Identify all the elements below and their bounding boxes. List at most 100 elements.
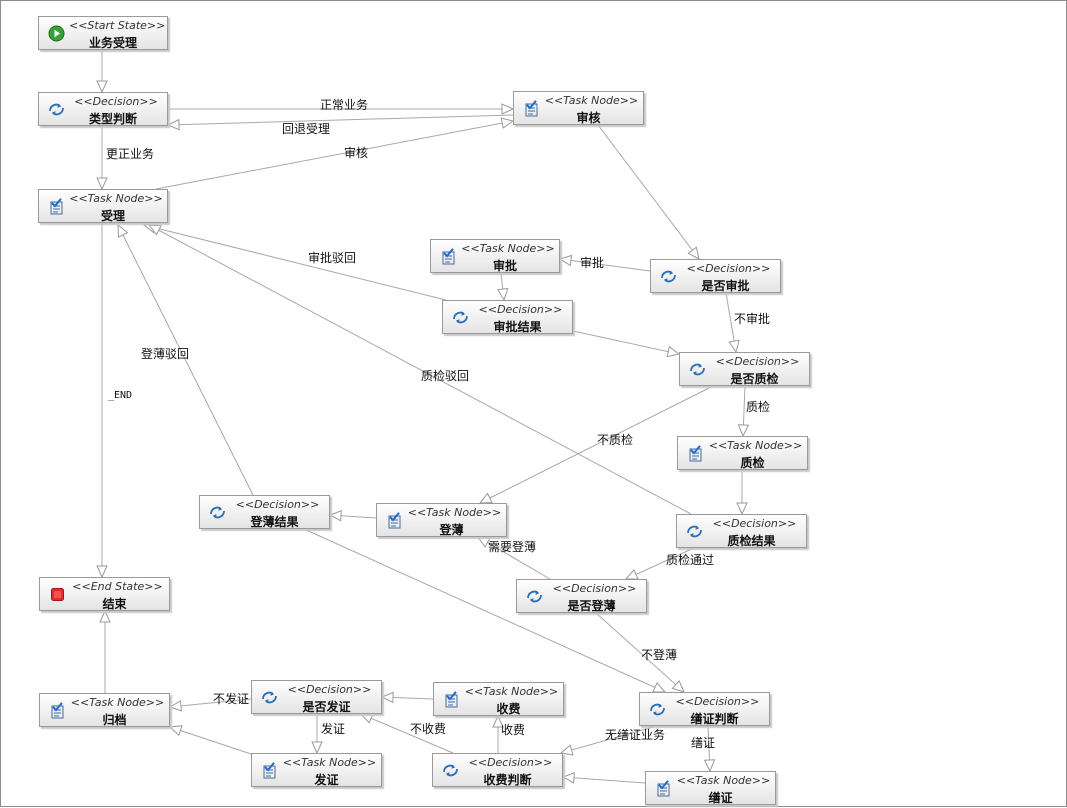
edge-label: 正常业务 <box>320 98 369 112</box>
edge-label: 更正业务 <box>106 147 155 161</box>
edge-shifouzhijian-to-dengbo[interactable] <box>479 385 714 504</box>
edge-shifoudengbo-to-shanzhengpanduan[interactable] <box>595 612 685 693</box>
edge-shanzheng-to-shoufeipanduan[interactable] <box>562 776 646 784</box>
node-shanzheng[interactable]: <<Task Node>> 缮证 <box>645 771 776 805</box>
node-leixing[interactable]: <<Decision>>类型判断 <box>38 92 168 126</box>
node-zhijian[interactable]: <<Task Node>>质检 <box>677 436 808 470</box>
node-stereotype: <<Task Node>> <box>407 506 502 519</box>
decision-icon <box>660 268 677 285</box>
node-shouli[interactable]: <<Task Node>>受理 <box>38 189 168 223</box>
edge-label: 审批驳回 <box>308 251 357 265</box>
node-name: 缮证判断 <box>690 712 739 726</box>
node-shifoushenpi[interactable]: <<Decision>>是否审批 <box>650 259 781 293</box>
node-name: 质检结果 <box>727 534 776 548</box>
edge-shifoudengbo-to-dengbo[interactable] <box>477 536 551 580</box>
arrowhead <box>624 568 639 580</box>
task-icon <box>261 762 278 779</box>
node-name: 登薄 <box>439 523 464 537</box>
arrowhead <box>492 714 504 728</box>
edge-shifoufazheng-to-guidang[interactable] <box>169 698 252 708</box>
arrowhead <box>96 565 108 579</box>
node-shanzhengpanduan[interactable]: <<Decision>>缮证判断 <box>639 692 770 726</box>
edge-dengbojieguo-to-shouli[interactable] <box>117 224 254 496</box>
node-name: 是否发证 <box>302 700 351 714</box>
node-name: 归档 <box>102 713 127 727</box>
decision-icon <box>209 504 226 521</box>
node-name: 审批结果 <box>493 320 542 334</box>
edge-label: 登薄驳回 <box>141 347 190 361</box>
node-shifoudengbo[interactable]: <<Decision>>是否登薄 <box>516 579 647 613</box>
stop-icon <box>49 586 66 603</box>
node-shenpi[interactable]: <<Task Node>> 审批 <box>430 239 560 273</box>
edge-shenhe-to-shifoushenpi[interactable] <box>597 124 700 260</box>
node-name: 发证 <box>314 773 339 787</box>
edge-label: 需要登薄 <box>488 540 537 554</box>
edge-shanzhengpanduan-to-shoufeipanduan[interactable] <box>560 723 665 754</box>
decision-icon <box>452 309 469 326</box>
arrowhead <box>501 103 515 115</box>
edge-label: 不登薄 <box>641 648 678 662</box>
node-name: 收费判断 <box>483 773 532 787</box>
edge-shenpijieguo-to-shifouzhijian[interactable] <box>572 330 680 355</box>
node-stereotype: <<Task Node>> <box>282 756 377 769</box>
node-shifoufazheng[interactable]: <<Decision>> 是否发证 <box>251 680 382 714</box>
task-icon <box>49 702 66 719</box>
edge-fazheng-to-guidang[interactable] <box>169 726 252 755</box>
edge-shenpijieguo-to-shouli[interactable] <box>143 224 447 301</box>
arrowhead <box>500 117 515 129</box>
node-shenpijieguo[interactable]: <<Decision>> 审批结果 <box>442 300 573 334</box>
decision-icon <box>261 689 278 706</box>
task-icon <box>386 512 403 529</box>
node-stereotype: <<Task Node>> <box>70 696 165 709</box>
node-name: 审批 <box>492 259 517 273</box>
edge-dengbojieguo-to-shanzhengpanduan[interactable] <box>303 528 666 693</box>
arrowhead <box>311 741 323 755</box>
node-stereotype: <<Decision>> <box>712 517 797 530</box>
arrowhead <box>652 682 667 693</box>
edge-zhijianjieguo-to-shifoudengbo[interactable] <box>625 547 695 580</box>
task-icon <box>440 248 457 265</box>
node-end[interactable]: <<End State>>结束 <box>39 577 170 611</box>
node-dengbojieguo[interactable]: <<Decision>>登薄结果 <box>199 495 330 529</box>
decision-icon <box>526 588 543 605</box>
node-fazheng[interactable]: <<Task Node>> 发证 <box>251 753 382 787</box>
arrowhead <box>736 502 748 516</box>
node-shoufeipanduan[interactable]: <<Decision>>收费判断 <box>432 753 563 787</box>
task-icon <box>655 780 672 797</box>
edge-label: 无缮证业务 <box>605 728 666 742</box>
node-shenhe[interactable]: <<Task Node>>审核 <box>513 91 644 125</box>
edge-shouli-to-shenhe[interactable] <box>155 120 514 190</box>
task-icon <box>443 691 460 708</box>
decision-icon <box>442 762 459 779</box>
node-stereotype: <<Decision>> <box>478 303 563 316</box>
node-shifouzhijian[interactable]: <<Decision>>是否质检 <box>679 352 810 386</box>
arrowhead <box>558 254 573 267</box>
edge-label: 不审批 <box>734 312 771 326</box>
edge-zhijianjieguo-to-shouli[interactable] <box>148 224 692 515</box>
arrowhead <box>359 713 374 724</box>
edge-shenhe-to-leixing[interactable] <box>167 114 514 126</box>
node-name: 审核 <box>576 111 601 125</box>
arrowhead <box>703 759 716 773</box>
node-stereotype: <<Decision>> <box>287 683 372 696</box>
node-stereotype: <<Task Node>> <box>676 774 771 787</box>
edge-shoufeipanduan-to-shifoufazheng[interactable] <box>360 713 454 754</box>
arrowhead <box>147 224 162 236</box>
arrowhead <box>559 744 574 756</box>
task-icon <box>48 198 65 215</box>
node-name: 缮证 <box>708 791 733 805</box>
node-stereotype: <<Task Node>> <box>69 192 163 205</box>
arrowhead <box>380 691 394 704</box>
node-shoufei[interactable]: <<Task Node>>收费 <box>433 682 564 716</box>
node-name: 结束 <box>102 597 127 611</box>
node-name: 收费 <box>496 702 521 716</box>
node-zhijianjieguo[interactable]: <<Decision>> 质检结果 <box>676 514 807 548</box>
node-guidang[interactable]: <<Task Node>> 归档 <box>39 693 170 727</box>
edge-shifoushenpi-to-shenpi[interactable] <box>559 258 651 272</box>
edge-label: 发证 <box>321 722 346 736</box>
node-stereotype: <<Task Node>> <box>461 242 555 255</box>
edge-label: 审核 <box>344 146 369 160</box>
node-name: 类型判断 <box>88 112 137 126</box>
node-dengbo[interactable]: <<Task Node>> 登薄 <box>376 503 507 537</box>
node-start[interactable]: <<Start State>>业务受理 <box>38 16 168 50</box>
